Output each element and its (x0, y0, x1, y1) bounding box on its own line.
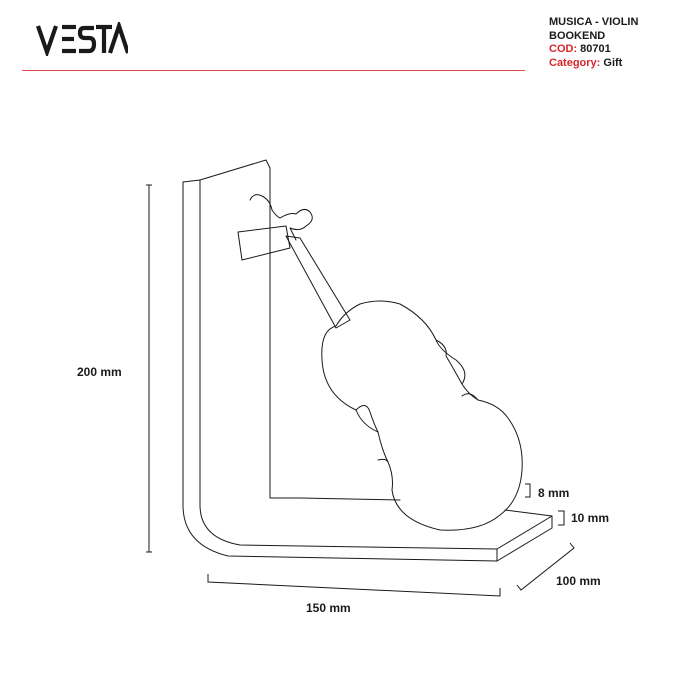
upright-thickness-label: 8 mm (538, 486, 570, 500)
violin-body (321, 300, 523, 531)
product-code-value: 80701 (580, 43, 611, 55)
violin-neck (285, 235, 351, 329)
violin-c-bout-right (435, 339, 463, 385)
product-category-value: Gift (603, 56, 623, 69)
product-code: COD: 80701 (549, 43, 689, 57)
base-thickness-label: 10 mm (571, 511, 610, 525)
depth-dimension-line (516, 542, 575, 591)
upright-thickness-bracket (525, 483, 531, 498)
product-category: Category: Gift (549, 57, 689, 71)
upright-panel-outline (182, 181, 498, 562)
violin-scroll (249, 194, 313, 241)
base-thickness-bracket (558, 510, 565, 526)
product-name-line2: BOOKEND (549, 29, 606, 42)
height-dimension-line (146, 184, 152, 553)
product-name: MUSICA - VIOLIN (549, 16, 639, 28)
width-dimension-line (207, 574, 501, 597)
violin-notch-upper (461, 393, 479, 401)
violin-notch-lower (377, 458, 389, 463)
base-top-edge (299, 497, 553, 517)
width-dimension-label: 150 mm (306, 601, 351, 615)
violin-peg-bar (237, 225, 291, 261)
product-code-label: COD: (549, 43, 578, 55)
depth-dimension-label: 100 mm (556, 574, 601, 588)
header-divider (22, 70, 525, 71)
product-info: MUSICA - VIOLIN BOOKEND COD: 80701 Categ… (549, 16, 689, 70)
upright-panel-inner (199, 179, 498, 550)
upright-top-edge (182, 159, 301, 499)
product-category-label: Category: (549, 56, 601, 69)
vesta-logo (36, 22, 128, 56)
violin-c-bout-left (355, 405, 379, 433)
height-dimension-label: 200 mm (77, 365, 122, 379)
base-front (496, 515, 553, 562)
